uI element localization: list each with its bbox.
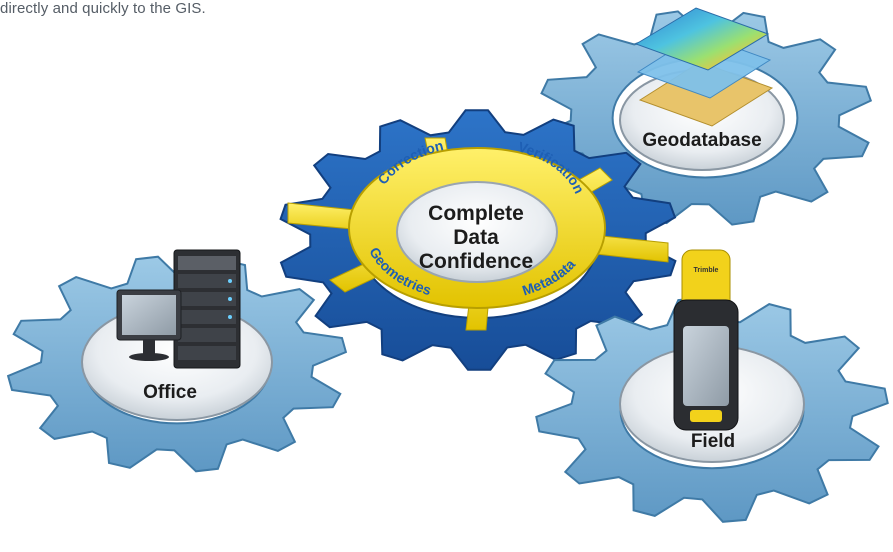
center-gear: Correction Verification Geometries Metad… — [279, 109, 677, 371]
desktop-computer-icon — [116, 289, 182, 361]
field-gear: Trimble Field — [535, 249, 889, 523]
center-gear-hub — [396, 181, 558, 283]
center-title-line-2: Data — [453, 226, 499, 249]
server-rack-icon — [173, 249, 241, 369]
center-title-line-3: Confidence — [419, 250, 533, 273]
handheld-device-icon: Trimble — [673, 249, 739, 431]
office-label: Office — [143, 382, 197, 403]
intro-text: directly and quickly to the GIS. — [0, 0, 206, 17]
center-title-line-1: Complete — [428, 202, 524, 225]
geodatabase-label: Geodatabase — [642, 130, 761, 151]
map-layers-icon — [634, 7, 774, 127]
device-brand: Trimble — [694, 267, 719, 274]
field-label: Field — [691, 431, 735, 452]
office-gear: Office — [6, 249, 348, 473]
